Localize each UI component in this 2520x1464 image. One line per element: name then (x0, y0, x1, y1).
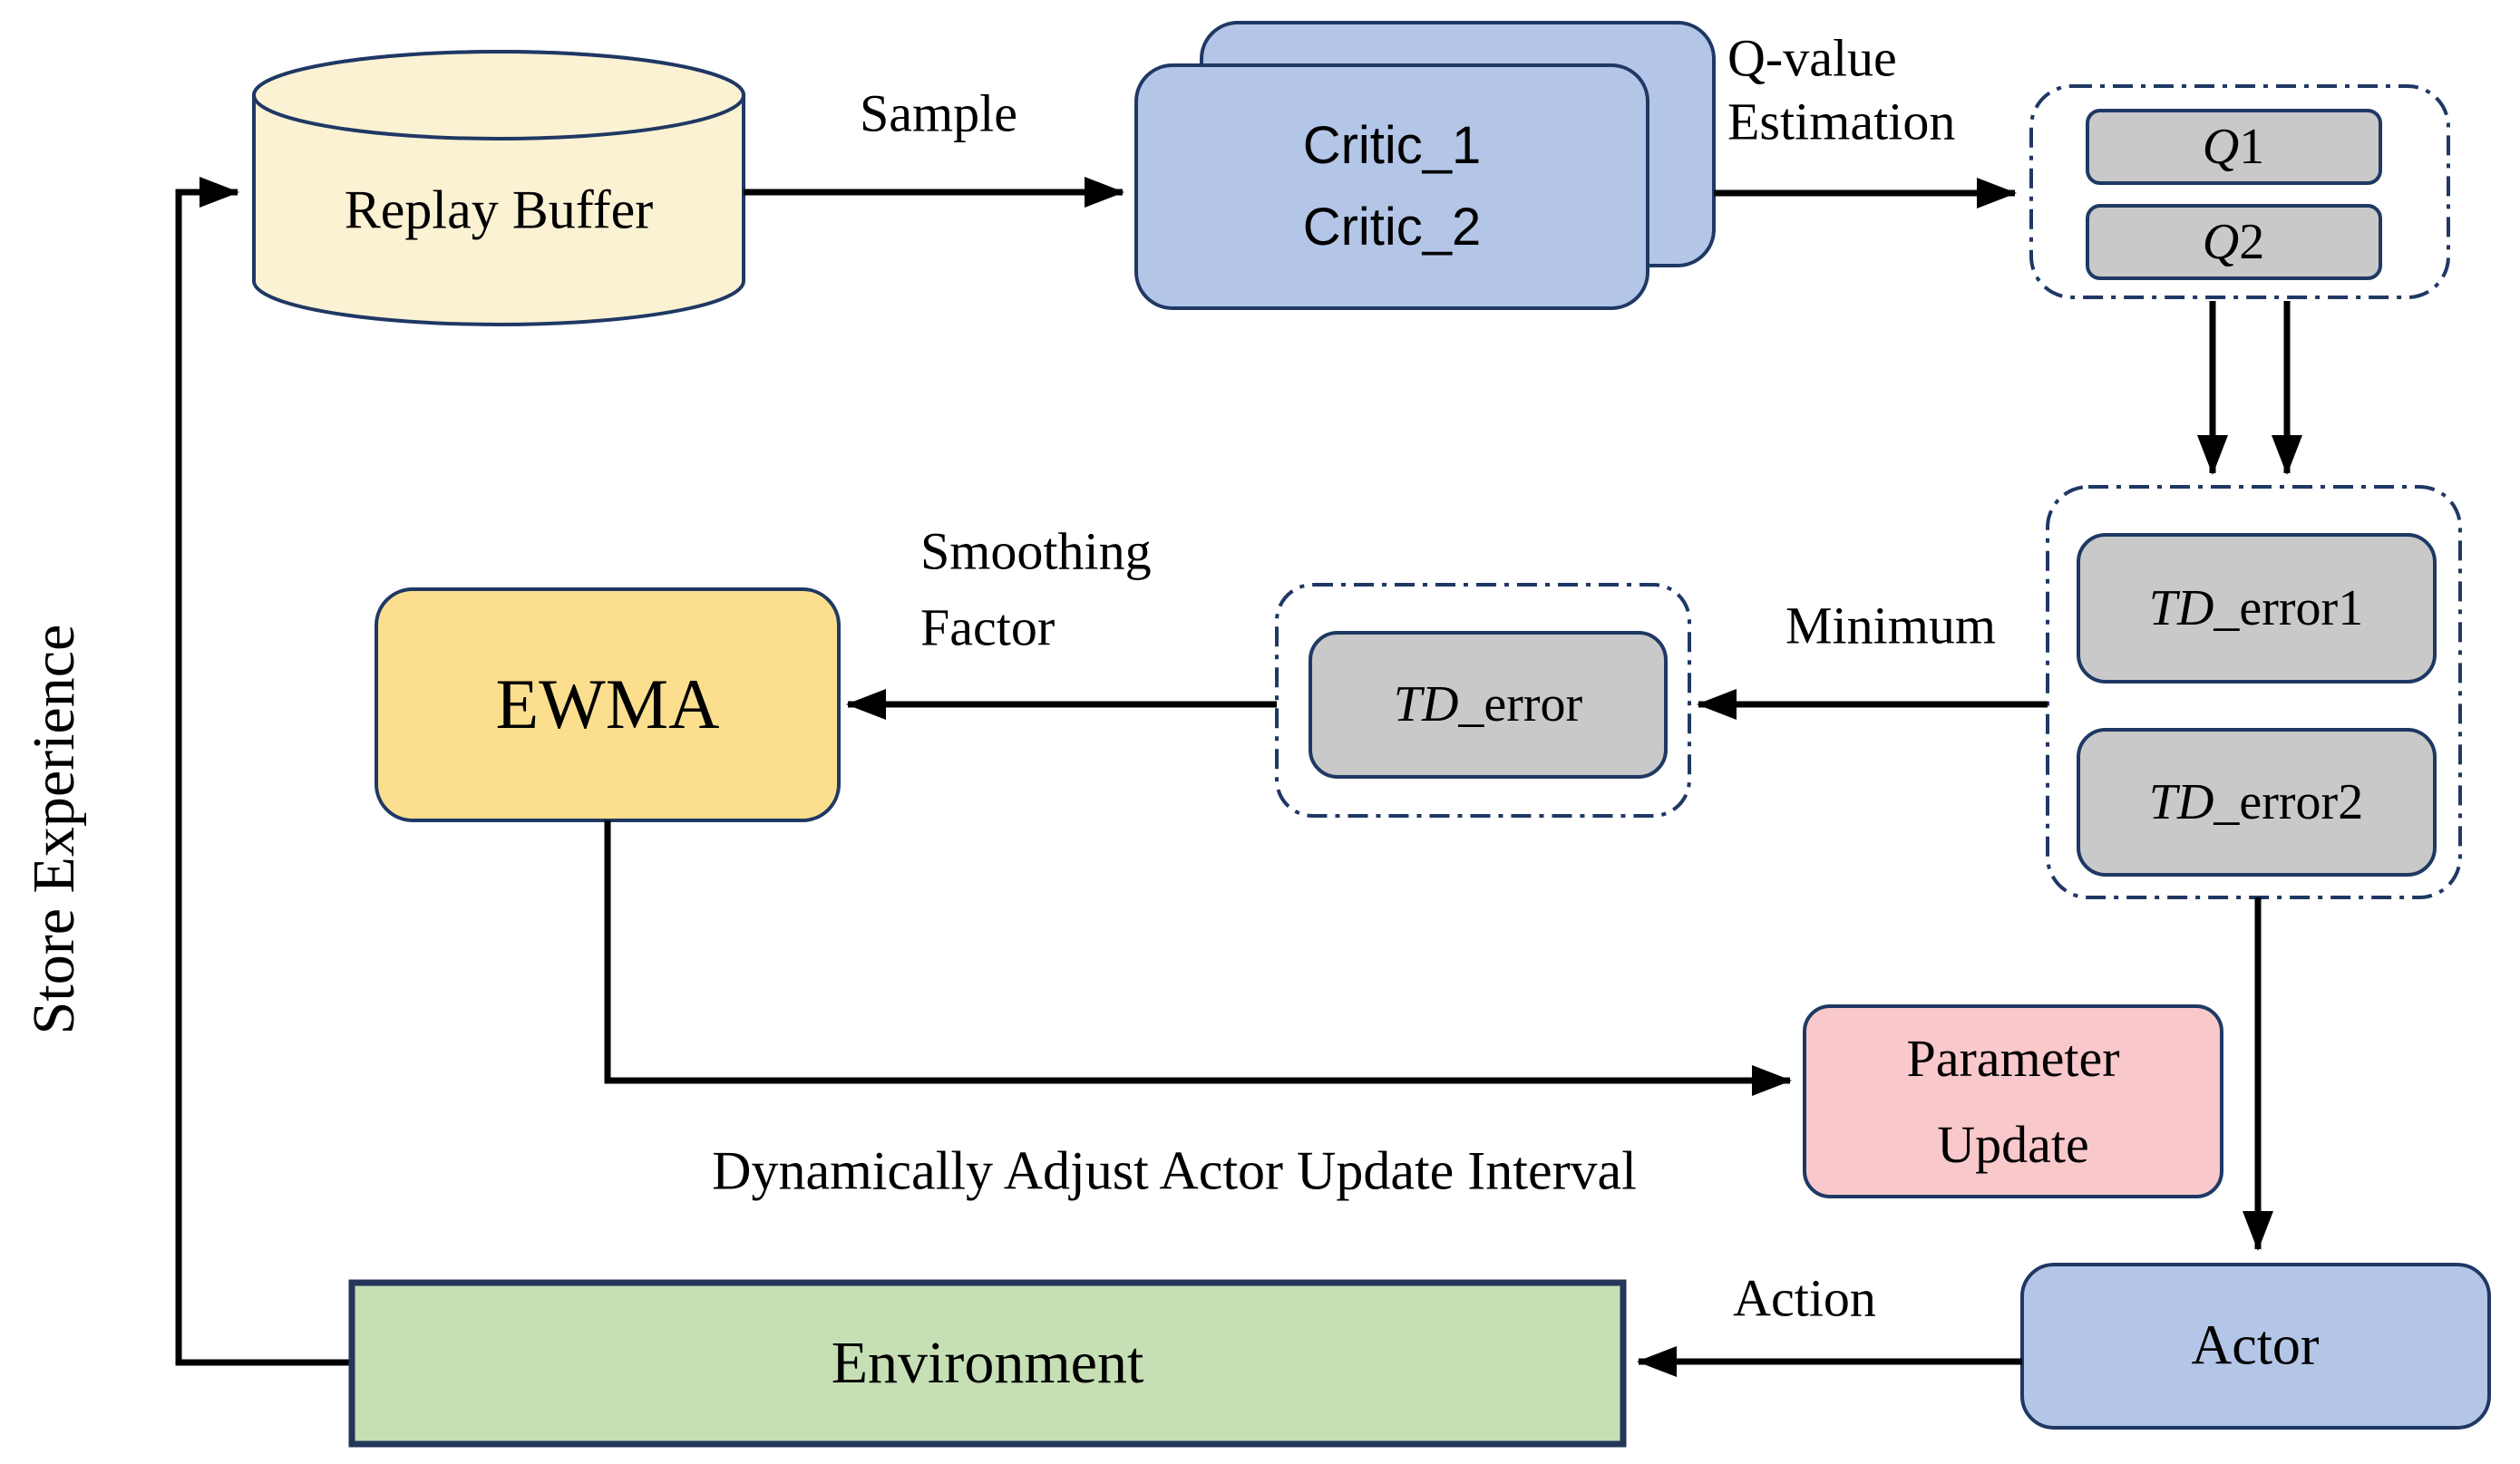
replay-buffer-cylinder (252, 50, 745, 326)
td-error2-box (2077, 728, 2437, 877)
minimum-label: Minimum (1785, 596, 1997, 655)
sample-label: Sample (860, 83, 1017, 143)
critic-front-box (1134, 63, 1649, 310)
actor-label: Actor (2191, 1314, 2320, 1377)
td-error-label-italic: TD (1393, 676, 1459, 732)
ewma-label: EWMA (495, 664, 720, 743)
parameter-line: Parameter (1906, 1029, 2120, 1088)
td-error2-label-italic: TD (2148, 774, 2214, 830)
parameter-update-box (1803, 1004, 2223, 1198)
td-error-label-rest: _error (1458, 676, 1583, 732)
q1-label: Q1 (2203, 118, 2264, 176)
td-error-single-container (1275, 583, 1691, 818)
td-error2-label: TD_error2 (2149, 773, 2363, 831)
parameter-update-label: Parameter Update (1805, 1006, 2222, 1197)
td-error2-label-rest: _error2 (2214, 774, 2364, 830)
smoothing-label-line1: Smoothing (920, 521, 1152, 581)
q2-label-rest: 2 (2239, 214, 2265, 270)
q-value-label-line1: Q-value (1727, 28, 1897, 88)
td-error-box (1309, 631, 1668, 779)
environment-label: Environment (831, 1330, 1144, 1396)
td-error-label: TD_error (1394, 675, 1582, 733)
critic-label: Critic_1 Critic_2 (1136, 65, 1648, 308)
update-line: Update (1937, 1115, 2089, 1174)
q1-label-italic: Q (2202, 119, 2240, 175)
td-error1-label-italic: TD (2148, 580, 2214, 636)
q-value-label-line2: Estimation (1727, 92, 1956, 151)
replay-buffer-label: Replay Buffer (344, 179, 654, 240)
dynamic-adjust-arrow (604, 820, 1792, 1096)
q1-label-rest: 1 (2239, 119, 2265, 175)
action-label: Action (1733, 1268, 1876, 1328)
td-error1-label: TD_error1 (2149, 579, 2363, 637)
q2-label-italic: Q (2202, 214, 2240, 270)
store-experience-label: Store Experience (21, 624, 87, 1035)
q2-box (2086, 204, 2382, 280)
dynamic-adjust-label: Dynamically Adjust Actor Update Interval (712, 1140, 1637, 1201)
q1-box (2086, 109, 2382, 185)
actor-box (2020, 1263, 2491, 1430)
critic1-line: Critic_1 (1302, 116, 1482, 175)
q2-label: Q2 (2203, 213, 2264, 271)
td-error-group-container (2046, 485, 2462, 899)
q-group-container (2029, 84, 2450, 299)
environment-box (348, 1279, 1627, 1448)
store-experience-loop-arrow (175, 177, 352, 1366)
smoothing-label-line2: Factor (920, 597, 1056, 657)
td-error1-label-rest: _error1 (2214, 580, 2364, 636)
critic2-line: Critic_2 (1302, 198, 1482, 257)
td-error1-box (2077, 533, 2437, 684)
